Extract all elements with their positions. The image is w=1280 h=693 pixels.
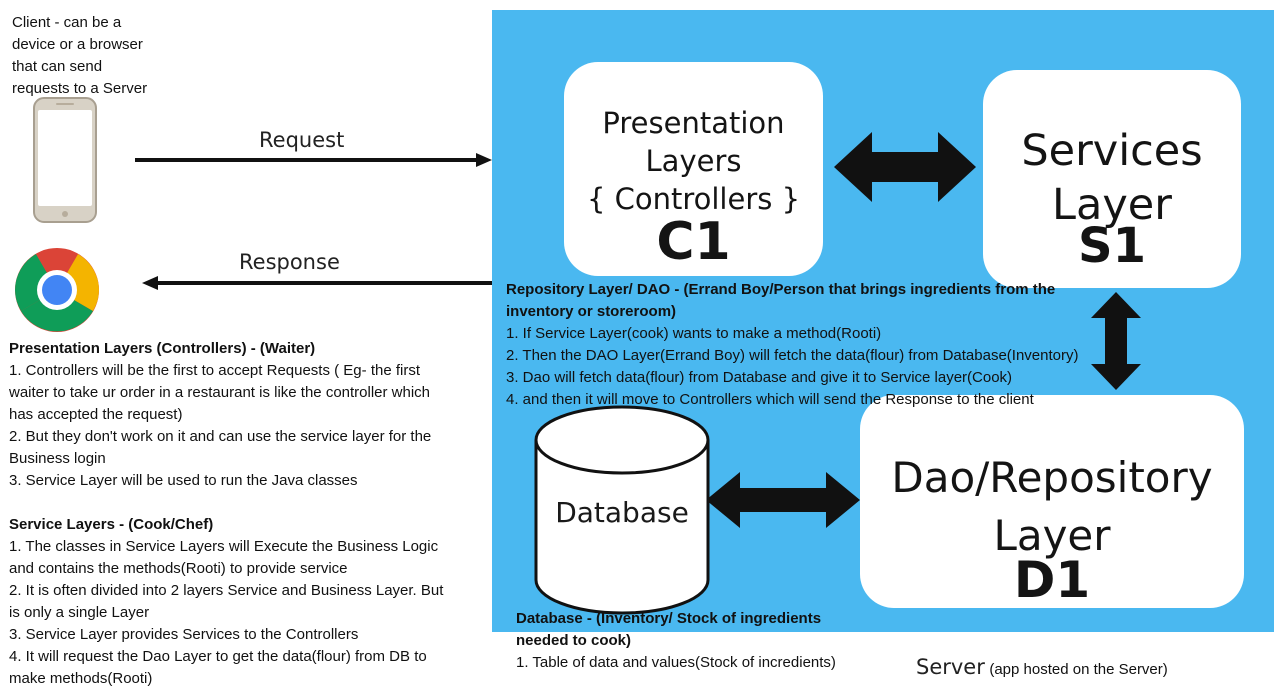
request-arrow xyxy=(135,153,492,167)
client-caption: Client - can be a device or a browser th… xyxy=(12,12,147,100)
database-note-heading: Database - (Inventory/ Stock of ingredie… xyxy=(516,610,822,627)
service-note-heading: Service Layers - (Cook/Chef) xyxy=(9,516,214,533)
services-title-line: Services xyxy=(1021,126,1203,176)
presentation-layer-box: Presentation Layers { Controllers } C1 xyxy=(564,62,823,276)
dao-title-line: Dao/Repository xyxy=(891,453,1213,502)
repository-note-line: 4. and then it will move to Controllers … xyxy=(506,391,1034,408)
presentation-title-line: Layers xyxy=(645,144,742,178)
presentation-note: Presentation Layers (Controllers) - (Wai… xyxy=(9,338,489,492)
server-title: Server xyxy=(916,655,985,679)
presentation-title-line: { Controllers } xyxy=(586,182,801,216)
presentation-note-line: 3. Service Layer will be used to run the… xyxy=(9,472,358,489)
repository-note-heading: inventory or storeroom) xyxy=(506,303,677,320)
service-note-line: 3. Service Layer provides Services to th… xyxy=(9,626,359,643)
request-label: Request xyxy=(259,128,345,152)
repository-note-heading: Repository Layer/ DAO - (Errand Boy/Pers… xyxy=(506,281,1056,298)
server-subtitle: (app hosted on the Server) xyxy=(989,661,1168,678)
presentation-note-line: has accepted the request) xyxy=(9,406,183,423)
server-label: Server (app hosted on the Server) xyxy=(916,655,1168,679)
response-arrow xyxy=(142,276,492,290)
service-note-line: 4. It will request the Dao Layer to get … xyxy=(9,648,427,665)
service-note-line: make methods(Rooti) xyxy=(9,670,153,687)
client-caption-line: device or a browser xyxy=(12,36,143,53)
dao-layer-box: Dao/Repository Layer D1 xyxy=(860,395,1244,608)
service-note: Service Layers - (Cook/Chef) 1. The clas… xyxy=(9,514,489,690)
presentation-note-line: 2. But they don't work on it and can use… xyxy=(9,428,432,445)
repository-note: Repository Layer/ DAO - (Errand Boy/Pers… xyxy=(506,279,1146,411)
service-note-line: is only a single Layer xyxy=(9,604,150,621)
database-note-heading: needed to cook) xyxy=(516,632,632,649)
database-note: Database - (Inventory/ Stock of ingredie… xyxy=(516,608,836,674)
services-code: S1 xyxy=(1078,218,1146,274)
client-caption-line: Client - can be a xyxy=(12,14,122,31)
client-caption-line: that can send xyxy=(12,58,103,75)
database-label: Database xyxy=(555,496,689,529)
presentation-title-line: Presentation xyxy=(602,106,785,140)
repository-note-line: 2. Then the DAO Layer(Errand Boy) will f… xyxy=(506,347,1079,364)
client-caption-line: requests to a Server xyxy=(12,80,148,97)
service-note-line: 1. The classes in Service Layers will Ex… xyxy=(9,538,439,555)
repository-note-line: 1. If Service Layer(cook) wants to make … xyxy=(506,325,882,342)
presentation-note-heading: Presentation Layers (Controllers) - (Wai… xyxy=(9,340,316,357)
dao-code: D1 xyxy=(1013,551,1091,609)
chrome-icon xyxy=(15,248,99,332)
services-title-line: Layer xyxy=(1052,180,1172,230)
service-note-line: and contains the methods(Rooti) to provi… xyxy=(9,560,348,577)
database-note-line: 1. Table of data and values(Stock of inc… xyxy=(516,654,836,671)
services-layer-box: Services Layer S1 xyxy=(983,70,1241,288)
presentation-code: C1 xyxy=(656,212,731,272)
repository-note-line: 3. Dao will fetch data(flour) from Datab… xyxy=(506,369,1013,386)
presentation-note-line: waiter to take ur order in a restaurant … xyxy=(9,384,431,401)
service-note-line: 2. It is often divided into 2 layers Ser… xyxy=(9,582,444,599)
presentation-note-line: Business login xyxy=(9,450,106,467)
response-label: Response xyxy=(239,250,340,274)
presentation-note-line: 1. Controllers will be the first to acce… xyxy=(9,362,420,379)
dao-title-line: Layer xyxy=(993,511,1111,560)
phone-icon xyxy=(33,97,97,223)
